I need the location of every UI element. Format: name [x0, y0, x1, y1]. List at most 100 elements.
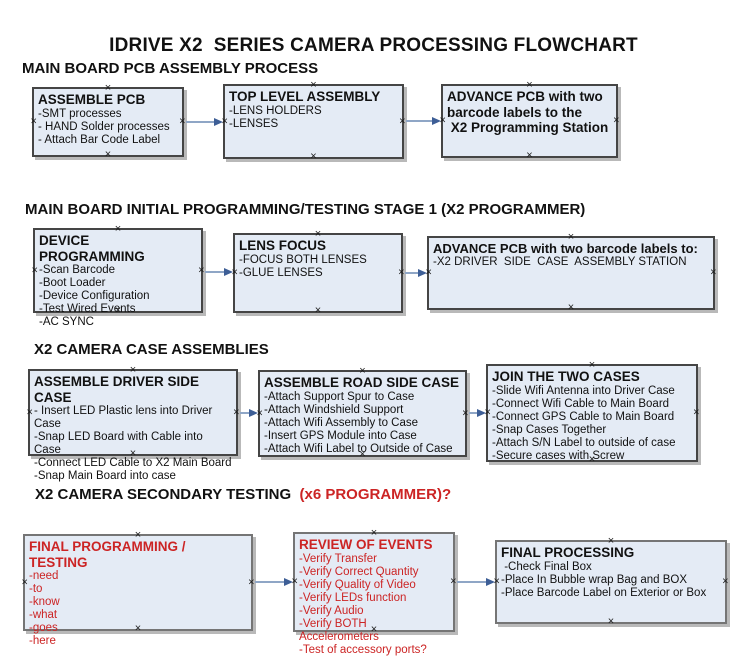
flow-box: LENS FOCUS-FOCUS BOTH LENSES-GLUE LENSES…	[231, 228, 405, 316]
box-item: -Test of accessory ports?	[299, 643, 427, 656]
anchor-mark: ×	[484, 406, 491, 419]
box-item: -Attach Wifi Label to Outside of Case	[264, 442, 453, 455]
box-item: -Secure cases with Screw	[492, 449, 625, 462]
box-item: -here	[29, 635, 56, 648]
box-item: -Attach Wifi Assembly to Case	[264, 416, 419, 429]
anchor-mark: ×	[439, 114, 446, 127]
flow-arrow	[405, 268, 427, 278]
arrow-line	[255, 581, 285, 583]
box-item: - Insert LED Plastic lens into Driver Ca…	[34, 405, 216, 431]
flow-box: ASSEMBLE PCB-SMT processes- HAND Solder …	[30, 82, 185, 160]
flow-box: TOP LEVEL ASSEMBLY-LENS HOLDERS-LENSES××…	[221, 79, 405, 162]
anchor-mark: ×	[231, 266, 238, 279]
anchor-mark: ×	[462, 407, 469, 419]
flow-box: FINAL PROCESSING -Check Final Box-Place …	[493, 535, 728, 627]
anchor-mark: ×	[567, 301, 575, 314]
section-heading: MAIN BOARD INITIAL PROGRAMMING/TESTING S…	[25, 201, 585, 218]
section-heading-text: MAIN BOARD INITIAL PROGRAMMING/TESTING S…	[25, 201, 586, 218]
arrow-head-icon	[486, 577, 495, 586]
anchor-mark: ×	[30, 115, 37, 128]
anchor-mark: ×	[256, 407, 263, 419]
section-heading-text: MAIN BOARD PCB ASSEMBLY PROCESS	[22, 60, 319, 77]
box-item: -LENSES	[229, 117, 279, 130]
flow-box: JOIN THE TWO CASES-Slide Wifi Antenna in…	[484, 359, 700, 465]
box-item: -Verify BOTH Accelerometers	[299, 617, 379, 643]
flow-arrow	[186, 117, 223, 127]
anchor-mark: ×	[310, 150, 317, 163]
anchor-mark: ×	[613, 114, 620, 127]
box-item: -GLUE LENSES	[239, 266, 323, 279]
box-item: -Scan Barcode	[39, 264, 116, 277]
arrow-line	[457, 581, 487, 583]
flow-arrow	[205, 267, 233, 277]
box-item: -Attach S/N Label to outside of case	[492, 436, 676, 449]
box-item: -goes	[29, 622, 58, 635]
flow-arrow	[457, 577, 495, 587]
section-heading: MAIN BOARD PCB ASSEMBLY PROCESS	[22, 60, 318, 77]
arrow-line	[205, 271, 225, 273]
page-title: IDRIVE X2 SERIES CAMERA PROCESSING FLOWC…	[109, 34, 638, 56]
box-item: -Connect Wifi Cable to Main Board	[492, 397, 670, 410]
box-item: -Attach Support Spur to Case	[264, 390, 415, 403]
anchor-mark: ×	[450, 575, 457, 588]
box-item: -LENS HOLDERS	[229, 104, 322, 117]
anchor-mark: ×	[493, 575, 500, 588]
flow-box: DEVICE PROGRAMMING-Scan Barcode-Boot Loa…	[31, 223, 204, 328]
arrow-line	[186, 121, 215, 123]
anchor-mark: ×	[693, 406, 700, 419]
flow-arrow	[255, 577, 293, 587]
box-title: FINAL PROCESSING	[501, 545, 635, 560]
box-item: -Boot Loader	[39, 277, 106, 290]
arrow-head-icon	[214, 117, 223, 126]
section-heading: X2 CAMERA CASE ASSEMBLIES	[34, 341, 269, 358]
box-item: -X2 DRIVER SIDE CASE ASSEMBLY STATION	[433, 256, 687, 269]
box-item: -need	[29, 570, 59, 583]
flow-box: ADVANCE PCB with two barcode labels to:-…	[425, 231, 716, 313]
anchor-mark: ×	[26, 406, 33, 418]
box-item: -Snap Main Board into case	[34, 470, 176, 483]
box-item: -Connect LED Cable to X2 Main Board	[34, 457, 232, 470]
box-title: ADVANCE PCB with two barcode labels to t…	[447, 89, 609, 136]
anchor-mark: ×	[526, 149, 533, 162]
box-title: ADVANCE PCB with two barcode labels to:	[433, 241, 698, 256]
arrow-head-icon	[418, 268, 427, 277]
anchor-mark: ×	[607, 615, 615, 628]
anchor-mark: ×	[291, 575, 298, 588]
box-title: FINAL PROGRAMMING / TESTING	[29, 539, 190, 570]
flow-arrow	[469, 408, 486, 418]
anchor-mark: ×	[221, 115, 228, 127]
box-item: -what	[29, 609, 58, 622]
box-item: - HAND Solder processes	[38, 120, 170, 133]
section-heading-text: X2 CAMERA SECONDARY TESTING	[35, 486, 300, 503]
box-item: -Verify LEDs function	[299, 591, 407, 604]
box-item: -AC SYNC	[39, 316, 94, 329]
section-heading-red-text: (x6 PROGRAMMER)?	[299, 486, 452, 503]
flow-box: FINAL PROGRAMMING / TESTING-need-to-know…	[21, 529, 255, 647]
box-item: -Attach Windshield Support	[264, 403, 404, 416]
arrow-line	[469, 412, 478, 414]
box-item: -know	[29, 596, 60, 609]
anchor-mark: ×	[248, 576, 255, 588]
box-item: -Verify Quality of Video	[299, 578, 416, 591]
box-item: - Attach Bar Code Label	[38, 133, 161, 146]
arrow-line	[406, 120, 433, 122]
arrow-line	[240, 412, 250, 414]
box-item: -Snap Cases Together	[492, 423, 607, 436]
arrow-head-icon	[224, 267, 233, 276]
flow-box: ADVANCE PCB with two barcode labels to t…	[439, 79, 620, 161]
flow-box: ASSEMBLE DRIVER SIDE CASE- Insert LED Pl…	[26, 364, 239, 482]
box-item: -FOCUS BOTH LENSES	[239, 253, 367, 266]
box-title: REVIEW OF EVENTS	[299, 537, 433, 552]
anchor-mark: ×	[21, 576, 28, 588]
arrow-head-icon	[249, 408, 258, 417]
box-item: -Connect GPS Cable to Main Board	[492, 410, 675, 423]
anchor-mark: ×	[314, 304, 322, 317]
box-item: -Verify Transfer	[299, 552, 377, 565]
box-title: ASSEMBLE DRIVER SIDE CASE	[34, 374, 203, 405]
anchor-mark: ×	[398, 266, 405, 279]
box-title: TOP LEVEL ASSEMBLY	[229, 89, 381, 104]
box-item: -Snap LED Board with Cable into Case	[34, 431, 206, 457]
section-heading-text: X2 CAMERA CASE ASSEMBLIES	[34, 341, 269, 358]
box-item: -SMT processes	[38, 107, 122, 120]
section-heading: X2 CAMERA SECONDARY TESTING (x6 PROGRAMM…	[35, 486, 451, 503]
